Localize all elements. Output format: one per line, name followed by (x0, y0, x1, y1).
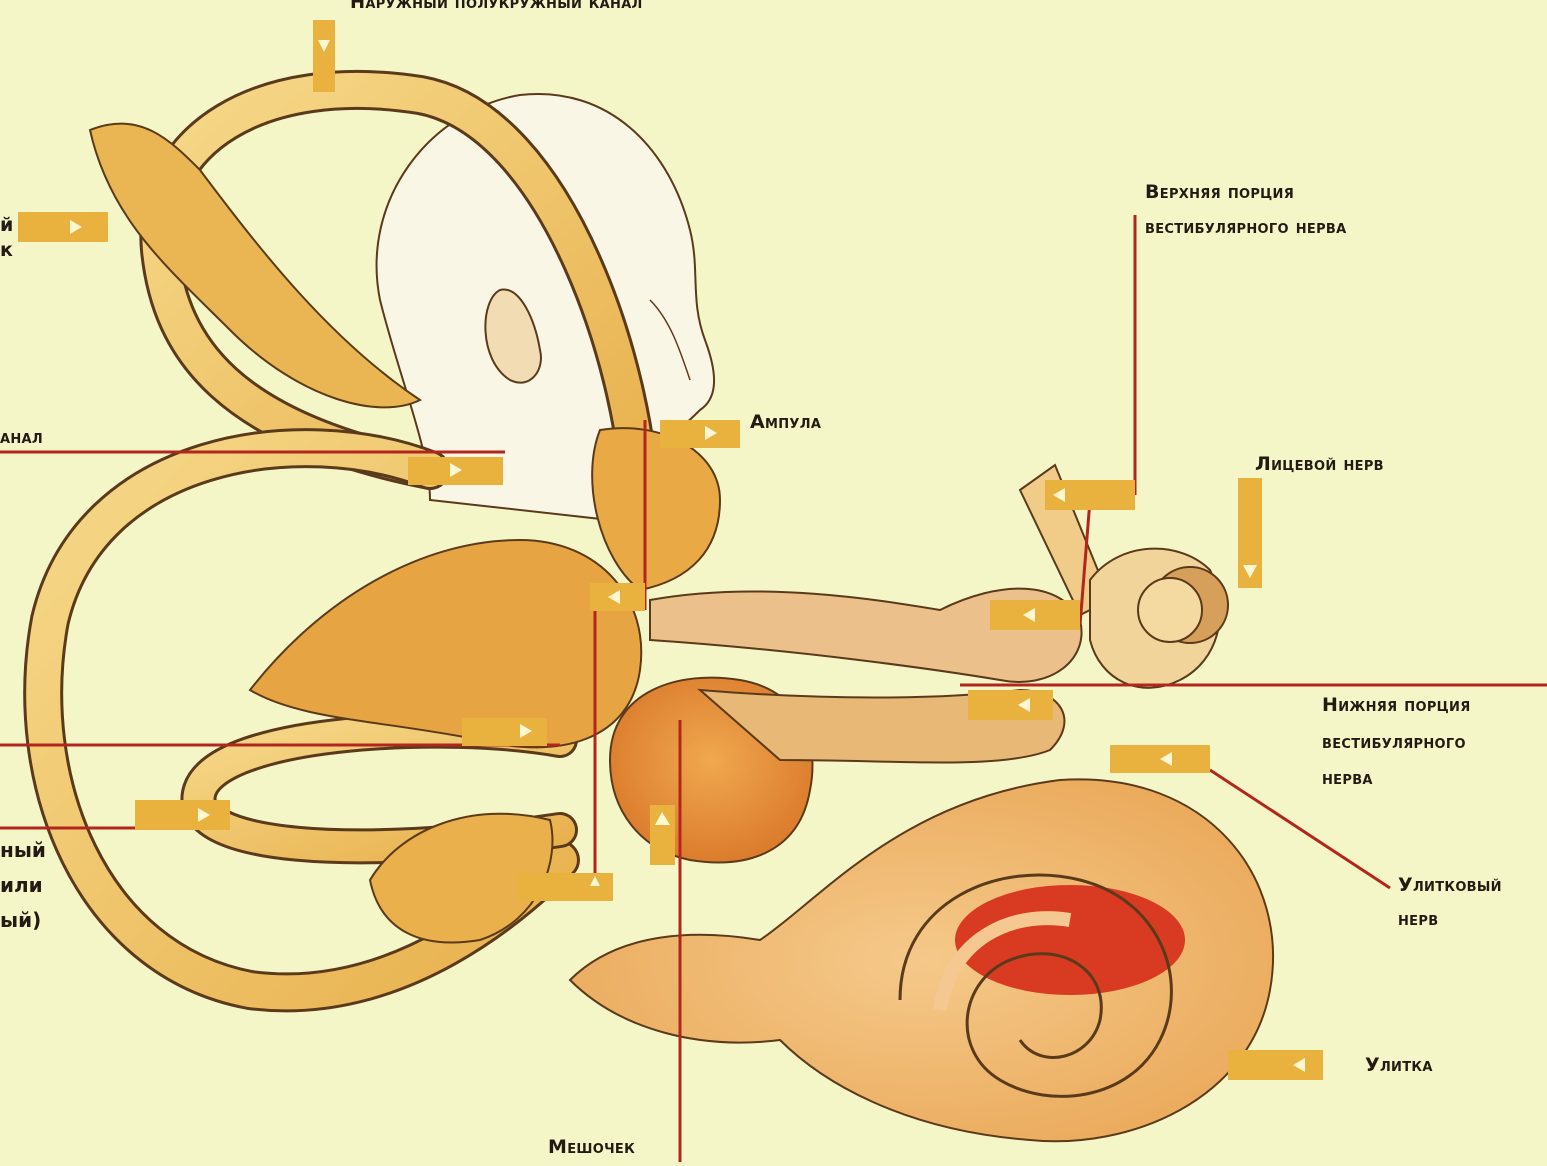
label-vest-upper-1: Верхняя порция (1145, 180, 1294, 205)
label-vest-lower-3: нерва (1322, 766, 1373, 791)
label-left-top-1: й (0, 213, 13, 238)
label-left-bottom-3: ый) (0, 908, 41, 933)
label-cochlear-nerve-2: нерв (1398, 907, 1438, 932)
label-facial-nerve: Лицевой нерв (1255, 452, 1384, 477)
label-left-bottom-2: или (0, 873, 43, 898)
vestibular-nerve (650, 465, 1228, 763)
label-vest-lower-1: Нижняя порция (1322, 693, 1471, 718)
label-top-canal: Наружный полукружный канал (350, 0, 643, 15)
label-left-canal: анал (0, 425, 43, 450)
label-vest-lower-2: вестибулярного (1322, 730, 1466, 755)
label-vest-upper-2: вестибулярного нерва (1145, 215, 1346, 240)
label-cochlea: Улитка (1365, 1053, 1433, 1078)
label-ampulla: Ампула (750, 410, 821, 435)
label-saccule: Мешочек (548, 1135, 635, 1160)
label-left-bottom-1: ный (0, 838, 46, 863)
label-cochlear-nerve-1: Улитковый (1398, 873, 1502, 898)
label-left-top-2: к (0, 238, 13, 263)
